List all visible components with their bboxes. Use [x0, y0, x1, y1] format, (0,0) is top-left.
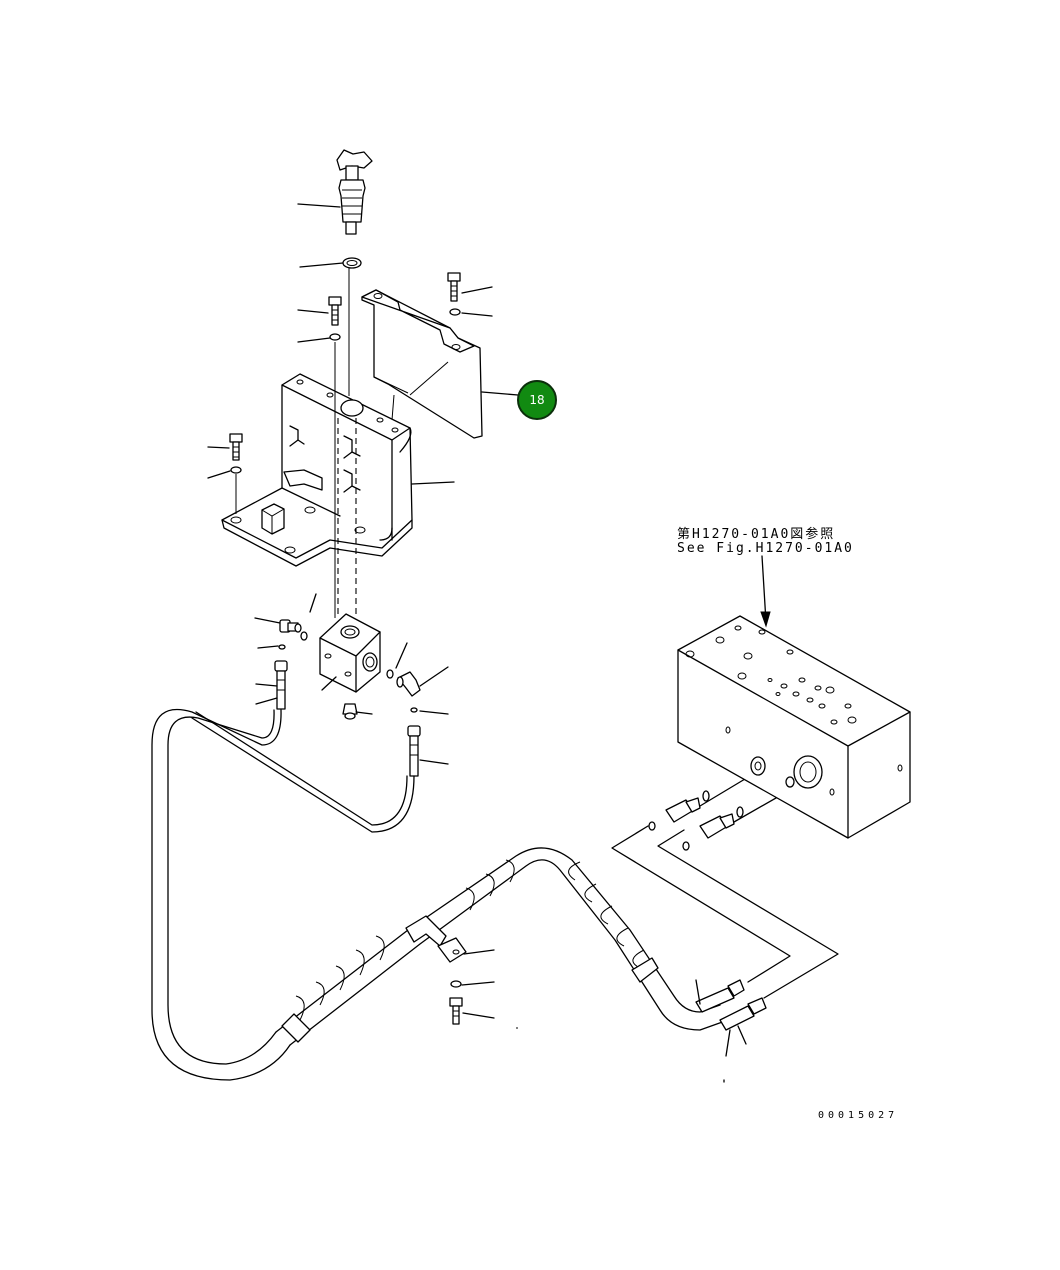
bolt-3: [229, 433, 243, 461]
cover-plate: [361, 289, 483, 439]
elbow-fitting: [396, 671, 421, 697]
mounting-bracket: [221, 373, 413, 567]
fitting-manifold-1: [665, 797, 701, 823]
fitting-1: [279, 619, 302, 633]
reference-note-japanese: 第H1270-01A0図参照: [677, 527, 836, 542]
hose-left: [151, 708, 415, 1081]
bolt-4: [449, 997, 463, 1025]
reference-note-english: See Fig.H1270-01A0: [677, 541, 854, 556]
hose-fitting-1: [274, 660, 288, 710]
hose-main: [275, 847, 729, 1046]
o-ring-1: [342, 257, 362, 269]
part-callout-18[interactable]: 18: [517, 380, 557, 420]
drawing-number: 00015027: [818, 1110, 899, 1121]
fitting-manifold-2: [699, 813, 735, 839]
plug-fitting: [342, 703, 358, 720]
manifold-block: [677, 615, 911, 839]
hose-end-right: [695, 979, 767, 1031]
knob-valve: [336, 149, 373, 235]
valve-block: [319, 613, 381, 693]
bolt-1: [328, 296, 342, 326]
hose-fitting-2: [407, 725, 421, 777]
bolt-2: [447, 272, 461, 302]
